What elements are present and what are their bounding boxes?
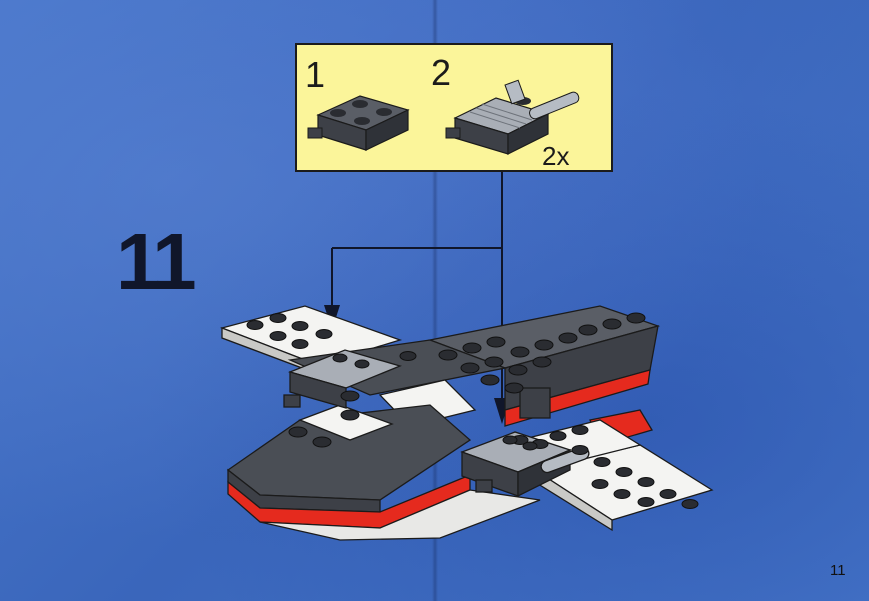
- engine-assembly-icon: [446, 80, 580, 154]
- brick-plate-2x2-icon: [308, 96, 408, 150]
- page-number: 11: [830, 562, 846, 579]
